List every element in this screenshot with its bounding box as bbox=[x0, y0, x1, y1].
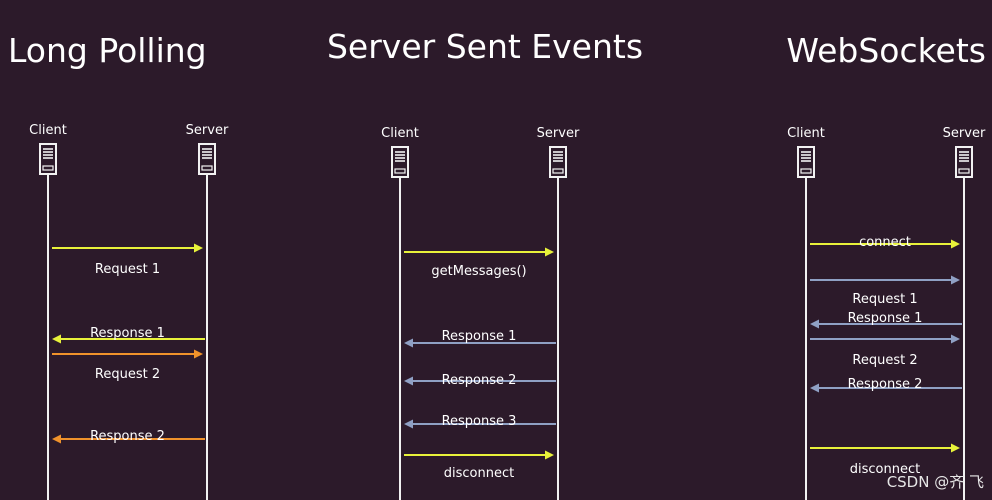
message-label: disconnect bbox=[850, 462, 920, 477]
arrow-head bbox=[404, 376, 413, 386]
arrow-head bbox=[810, 383, 819, 393]
server-label: Server bbox=[186, 123, 229, 138]
message-label: disconnect bbox=[444, 466, 514, 481]
server-label: Server bbox=[537, 126, 580, 141]
arrow-head bbox=[52, 434, 61, 444]
client-computer-icon bbox=[391, 146, 409, 178]
server-icon bbox=[549, 146, 567, 178]
arrow-head bbox=[194, 243, 203, 253]
watermark: CSDN @齐 飞 bbox=[886, 473, 984, 491]
arrow-head bbox=[810, 319, 819, 329]
message-label: getMessages() bbox=[431, 264, 526, 279]
diagram-title: Server Sent Events bbox=[327, 27, 643, 66]
arrow-head bbox=[545, 450, 554, 460]
message-label: Response 1 bbox=[848, 311, 923, 326]
message-label: Request 1 bbox=[852, 292, 917, 307]
arrow-head bbox=[52, 334, 61, 344]
server-icon bbox=[955, 146, 973, 178]
arrow-head bbox=[951, 275, 960, 285]
message-label: Response 2 bbox=[90, 429, 165, 444]
client-label: Client bbox=[29, 123, 67, 138]
message-label: Response 1 bbox=[442, 329, 517, 344]
message-label: connect bbox=[859, 235, 911, 250]
diagram-title: WebSockets bbox=[786, 31, 986, 70]
server-label: Server bbox=[943, 126, 986, 141]
arrow-head bbox=[194, 349, 203, 359]
arrow-head bbox=[404, 338, 413, 348]
client-computer-icon bbox=[39, 143, 57, 175]
message-label: Response 1 bbox=[90, 326, 165, 341]
arrow-head bbox=[951, 239, 960, 249]
message-label: Response 2 bbox=[442, 373, 517, 388]
arrow-head bbox=[951, 334, 960, 344]
message-label: Request 2 bbox=[852, 353, 917, 368]
message-label: Response 3 bbox=[442, 414, 517, 429]
message-label: Request 1 bbox=[95, 262, 160, 277]
client-label: Client bbox=[787, 126, 825, 141]
message-label: Response 2 bbox=[848, 377, 923, 392]
server-icon bbox=[198, 143, 216, 175]
message-label: Request 2 bbox=[95, 367, 160, 382]
client-computer-icon bbox=[797, 146, 815, 178]
arrow-head bbox=[951, 443, 960, 453]
arrow-head bbox=[545, 247, 554, 257]
arrow-head bbox=[404, 419, 413, 429]
client-label: Client bbox=[381, 126, 419, 141]
diagram-title: Long Polling bbox=[8, 31, 207, 70]
